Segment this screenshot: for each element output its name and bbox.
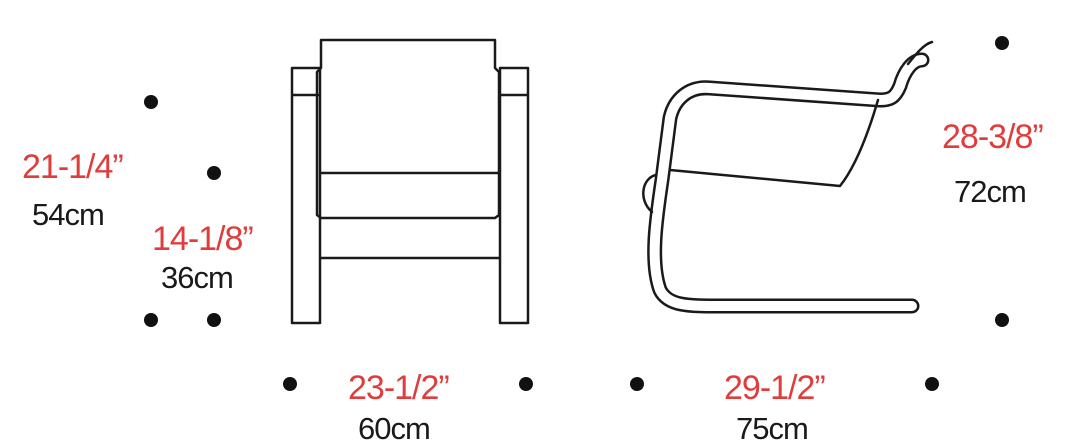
marker-dot <box>519 377 533 391</box>
height-imperial: 28-3/8” <box>942 118 1044 156</box>
chair-side-rear-curve <box>642 173 658 214</box>
height-metric: 72cm <box>954 174 1027 209</box>
depth-metric: 75cm <box>736 411 809 446</box>
arm-height-metric: 54cm <box>32 197 105 232</box>
marker-dot <box>144 95 158 109</box>
seat-height-imperial: 14-1/8” <box>152 220 254 258</box>
arm-height-imperial: 21-1/4” <box>22 148 124 186</box>
chair-front-view <box>290 38 530 325</box>
marker-dot <box>925 377 939 391</box>
chair-front-left-arm <box>290 66 322 325</box>
marker-dot <box>995 313 1009 327</box>
chair-side-backrest-curve <box>906 40 934 66</box>
marker-dot <box>207 313 221 327</box>
marker-dot <box>207 166 221 180</box>
chair-side-frame-tube <box>649 55 927 311</box>
chair-front-backrest <box>315 38 501 220</box>
marker-dot <box>283 377 297 391</box>
chair-front-right-arm <box>498 66 530 325</box>
depth-imperial: 29-1/2” <box>724 369 826 407</box>
width-metric: 60cm <box>358 411 431 446</box>
chair-side-seat-sling <box>668 98 880 188</box>
width-imperial: 23-1/2” <box>348 369 450 407</box>
marker-dot <box>995 36 1009 50</box>
marker-dot <box>630 377 644 391</box>
seat-height-metric: 36cm <box>161 260 234 295</box>
chair-side-view <box>642 40 934 314</box>
marker-dot <box>144 313 158 327</box>
